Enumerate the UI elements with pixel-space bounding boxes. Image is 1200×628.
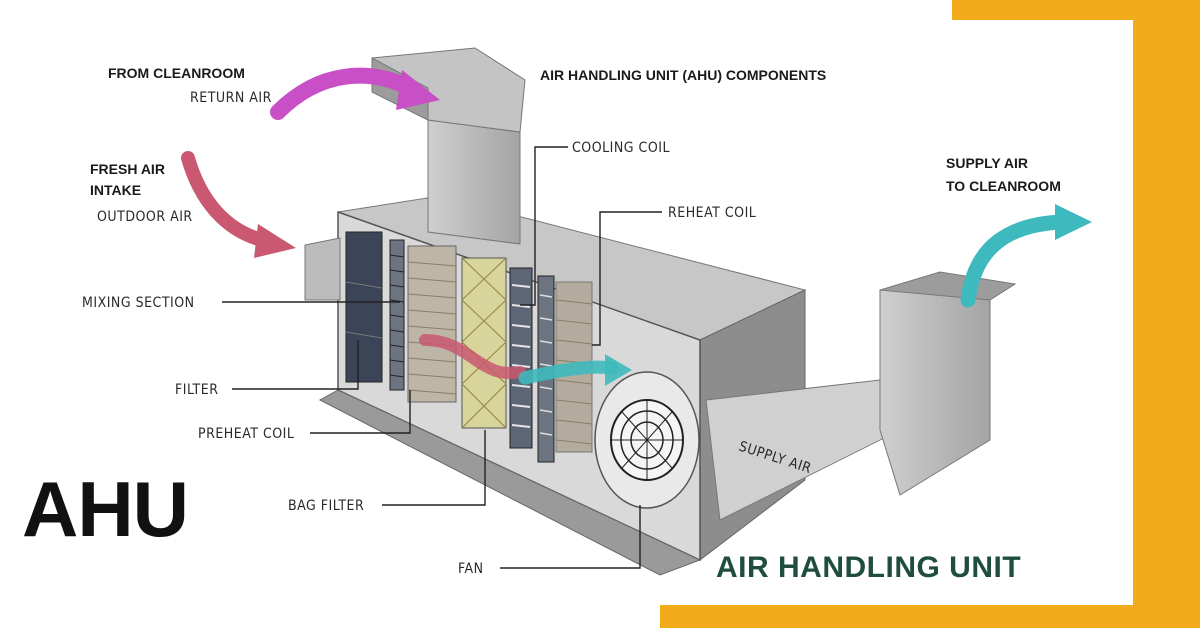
ahu-bottom-face — [318, 389, 702, 576]
supply-air-label-2: TO CLEANROOM — [946, 178, 1061, 194]
bag-filter — [461, 257, 507, 429]
fresh-air-bold-label-2: INTAKE — [90, 182, 141, 198]
mixing-chamber — [407, 245, 457, 403]
return-air-sub-label: RETURN AIR — [190, 90, 272, 106]
accent-frame-bottom — [660, 605, 1200, 628]
fresh-air-arrow — [181, 151, 269, 247]
leader-lines — [222, 146, 662, 569]
ahu-big-label: AHU — [22, 465, 189, 553]
fresh-air-bold-label-1: FRESH AIR — [90, 161, 165, 177]
mixing-section-label: MIXING SECTION — [82, 295, 195, 311]
fan — [594, 371, 700, 509]
return-air-duct-front — [427, 119, 521, 245]
filter-panels — [345, 231, 383, 383]
reheat-coil-label: REHEAT COIL — [668, 205, 756, 221]
accent-frame-right — [1133, 0, 1200, 628]
fresh-air-inlet-duct — [304, 237, 341, 301]
fan-label: FAN — [458, 561, 484, 577]
fresh-air-sub-label: OUTDOOR AIR — [97, 209, 193, 225]
preheat-coil-label: PREHEAT COIL — [198, 426, 294, 442]
supply-air-arrow — [960, 214, 1068, 308]
supply-duct-mouth — [879, 271, 1017, 301]
return-air-bold-label: FROM CLEANROOM — [108, 65, 245, 81]
supply-duct-vertical — [879, 281, 991, 496]
supply-duct-horizontal — [705, 379, 901, 521]
return-air-arrow — [270, 67, 418, 120]
bag-filter-label: BAG FILTER — [288, 498, 364, 514]
inner-warm-flow-arrow — [419, 334, 526, 380]
cooling-coil-label: COOLING COIL — [572, 140, 670, 156]
cooling-coil — [509, 267, 533, 449]
footer-title: AIR HANDLING UNIT — [716, 551, 1022, 584]
diagram-title: AIR HANDLING UNIT (AHU) COMPONENTS — [540, 67, 826, 83]
preheat-coil — [389, 239, 405, 391]
supply-air-label-1: SUPPLY AIR — [946, 155, 1028, 171]
filter-label: FILTER — [175, 382, 218, 398]
